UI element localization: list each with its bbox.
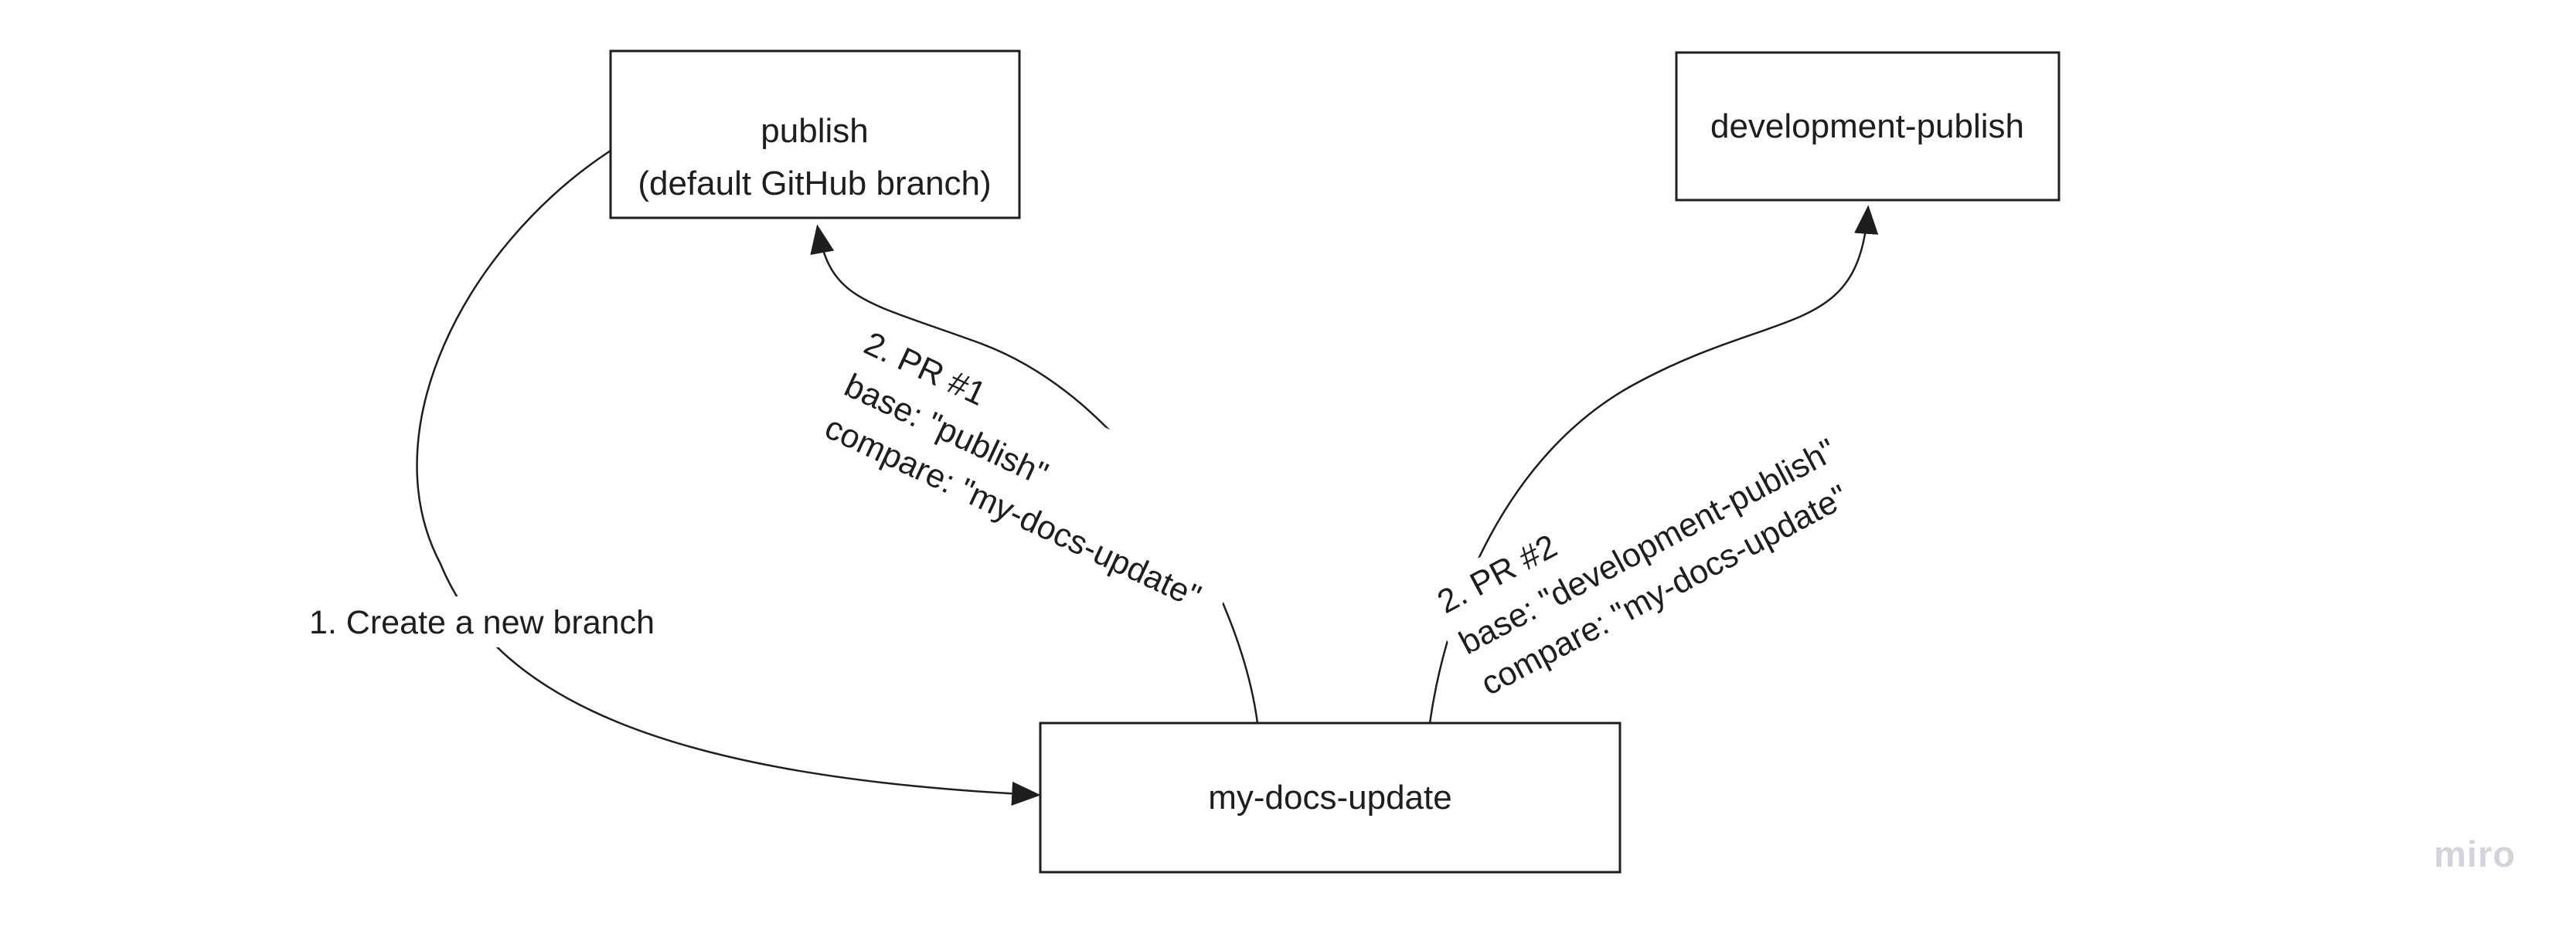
shape-development-publish[interactable] (1675, 51, 2060, 202)
shape-publish-group: publish (default GitHub branch) (609, 49, 1021, 219)
caption-pr1-group: 2. PR #1 base: "publish" compare: "my-do… (804, 316, 1270, 637)
shape-my-docs-update-label: my-docs-update (1208, 779, 1451, 817)
shape-publish-label-line2: (default GitHub branch) (638, 165, 991, 202)
connector-create-branch[interactable] (416, 149, 1041, 806)
shape-development-publish-label: development-publish (1710, 107, 2024, 145)
shape-development-publish-group: development-publish (1675, 51, 2060, 202)
miro-logo-watermark: miro (2434, 834, 2516, 874)
shape-my-docs-update-group: my-docs-update (1039, 722, 1621, 874)
caption-create-branch-group: 1. Create a new branch (303, 596, 672, 647)
caption-pr1-plate (804, 316, 1270, 637)
connector-pr1[interactable] (810, 224, 1259, 725)
caption-create-branch[interactable]: 1. Create a new branch (309, 604, 655, 641)
shape-publish-label-line1: publish (761, 112, 868, 150)
caption-create-branch-plate (303, 596, 672, 647)
caption-pr2-plate (1419, 380, 1881, 719)
shape-publish[interactable] (609, 49, 1021, 219)
shape-my-docs-update[interactable] (1039, 722, 1621, 874)
caption-pr2-group: 2. PR #2 base: "development-publish" com… (1419, 380, 1881, 719)
